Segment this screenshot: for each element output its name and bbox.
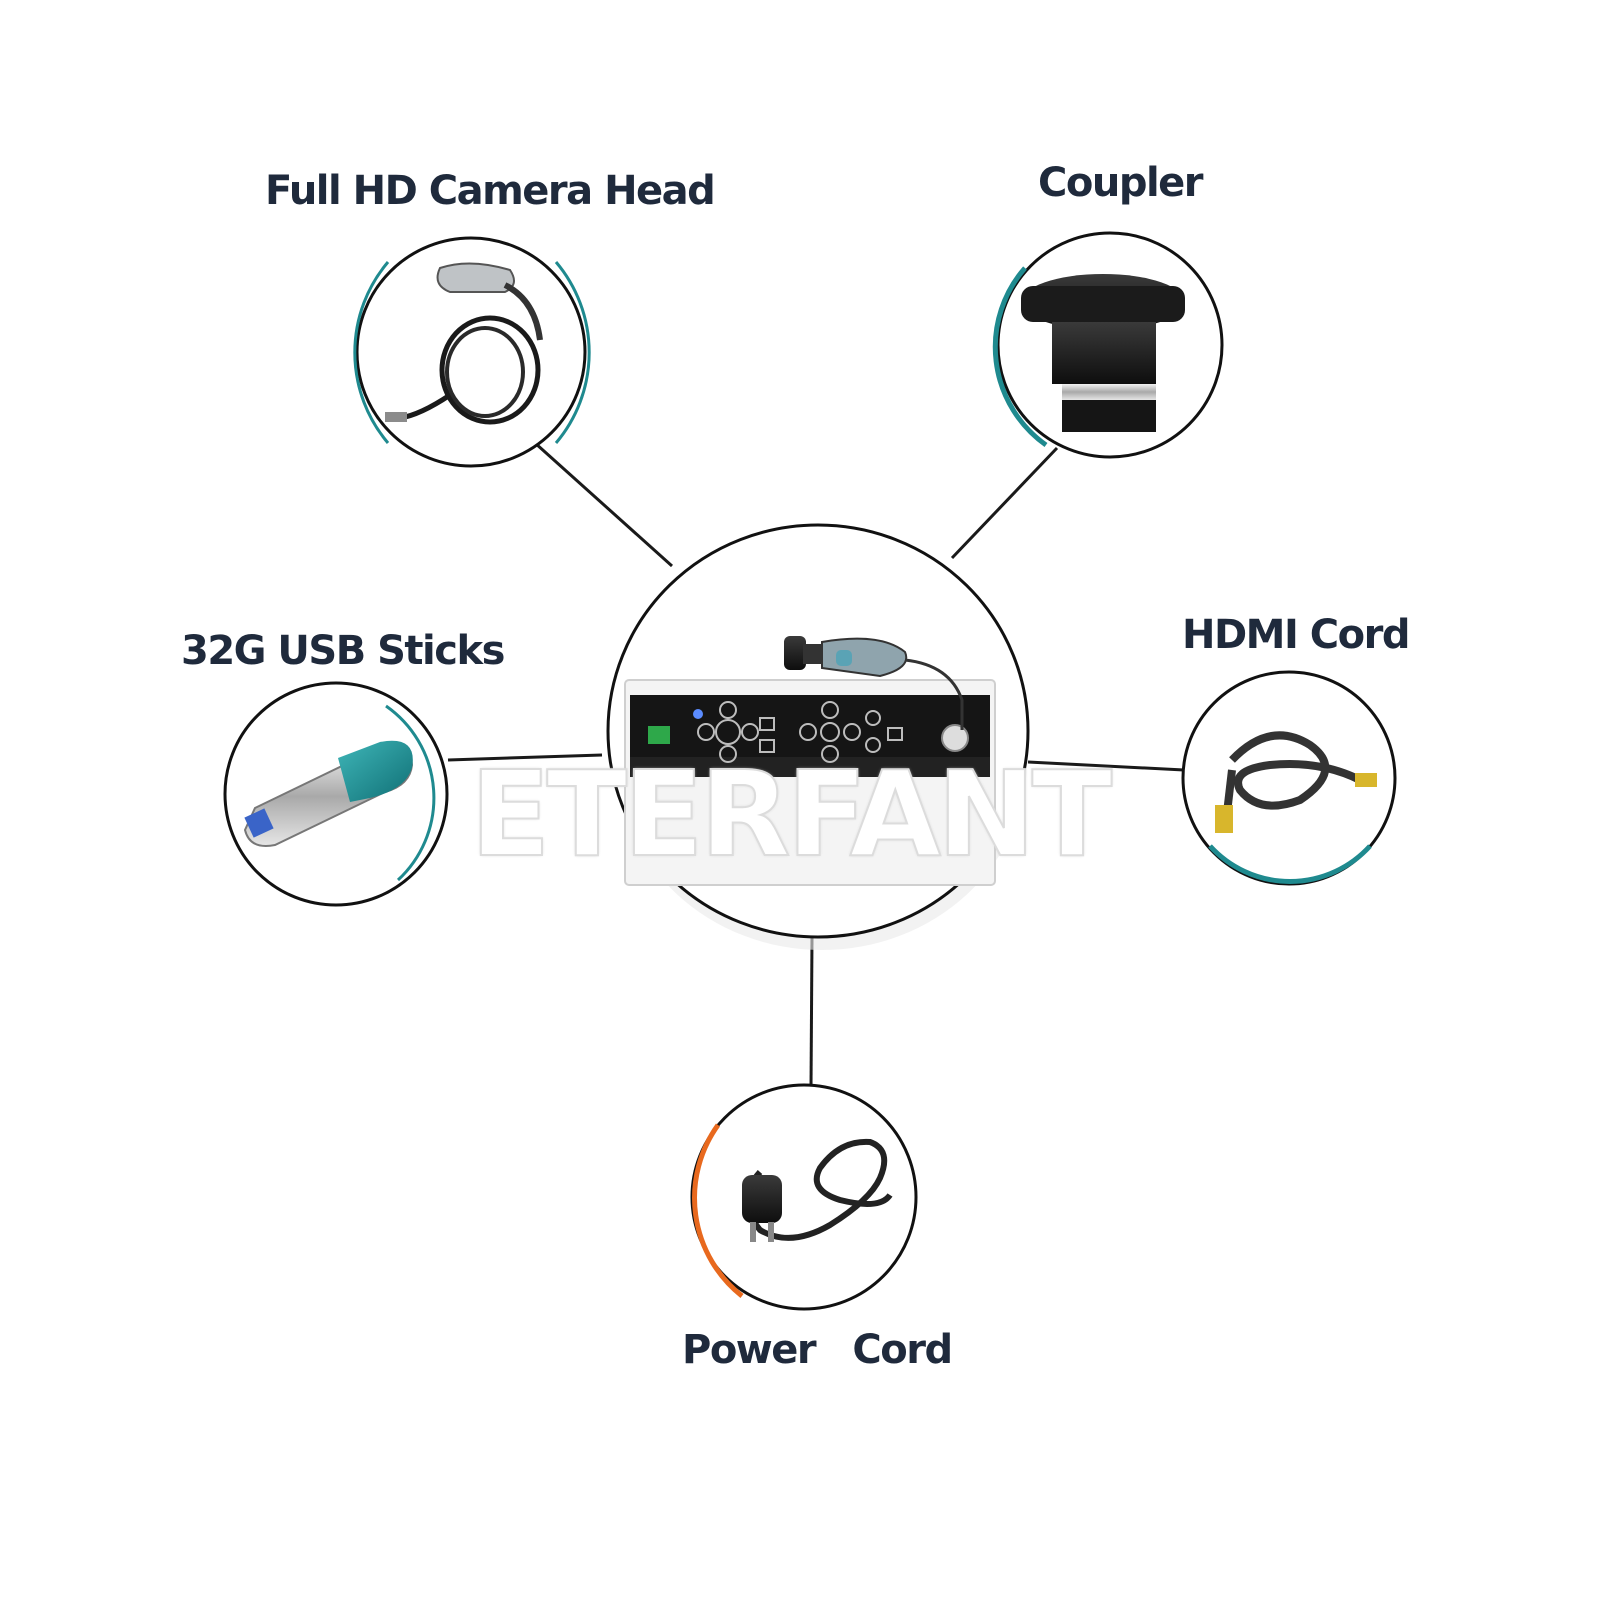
power-button-icon [648, 726, 670, 744]
connector-power [809, 937, 814, 1088]
usb-item [223, 681, 449, 907]
hdmi-cable-icon [1215, 731, 1377, 833]
hdmi-item [1181, 670, 1397, 886]
power-item [690, 1083, 918, 1311]
camera-head-on-unit-icon [784, 636, 964, 730]
usb-stick-icon [243, 740, 414, 847]
camera-head-label: Full HD Camera Head [265, 168, 716, 214]
connector-coupler [950, 446, 1059, 560]
power-label: Power Cord [682, 1327, 953, 1373]
connector-camera-head [533, 441, 674, 568]
dpad-left-icon [697, 701, 775, 763]
connector-lines [447, 441, 1185, 1088]
center-unit [606, 523, 1030, 950]
camera-head-item [353, 236, 591, 468]
usb-label: 32G USB Sticks [181, 628, 505, 674]
power-cord-icon [742, 1138, 893, 1242]
camera-port-icon [941, 724, 969, 752]
connector-hdmi [1027, 760, 1185, 772]
coupler-label: Coupler [1038, 160, 1204, 206]
coupler-icon [1021, 274, 1185, 432]
camera-head-icon [385, 262, 543, 425]
hdmi-label: HDMI Cord [1182, 612, 1411, 658]
brand-watermark: ETERFANT [469, 744, 1113, 884]
dpad-right-icon [799, 701, 903, 763]
connector-usb [447, 753, 603, 762]
coupler-item [992, 231, 1224, 459]
